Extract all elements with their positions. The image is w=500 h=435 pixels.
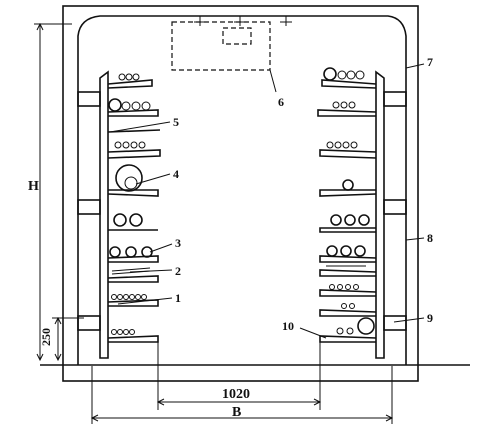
callout-2: 2 xyxy=(175,264,181,278)
callouts: 1 2 3 4 5 6 7 8 9 10 xyxy=(109,55,433,339)
bottom-dimension: 250 xyxy=(39,316,84,362)
callout-3: 3 xyxy=(175,236,181,250)
callout-4: 4 xyxy=(173,167,179,181)
callout-5: 5 xyxy=(173,115,179,129)
ceiling-fixture xyxy=(171,16,292,71)
callout-8: 8 xyxy=(427,231,433,245)
inner-width-dimension: 1020 xyxy=(156,342,322,410)
bottom-height-label: 250 xyxy=(39,328,53,346)
callout-10: 10 xyxy=(282,319,294,333)
left-rack xyxy=(77,70,161,359)
outer-width-label: B xyxy=(232,405,241,420)
inner-width-label: 1020 xyxy=(222,387,250,402)
callout-9: 9 xyxy=(427,311,433,325)
outer-width-dimension: B xyxy=(90,366,394,424)
callout-6: 6 xyxy=(278,95,284,109)
height-dimension: H xyxy=(28,22,72,362)
callout-1: 1 xyxy=(175,291,181,305)
right-rack xyxy=(317,67,407,359)
callout-7: 7 xyxy=(427,55,433,69)
height-label: H xyxy=(28,179,39,194)
tunnel-outline xyxy=(62,5,419,382)
